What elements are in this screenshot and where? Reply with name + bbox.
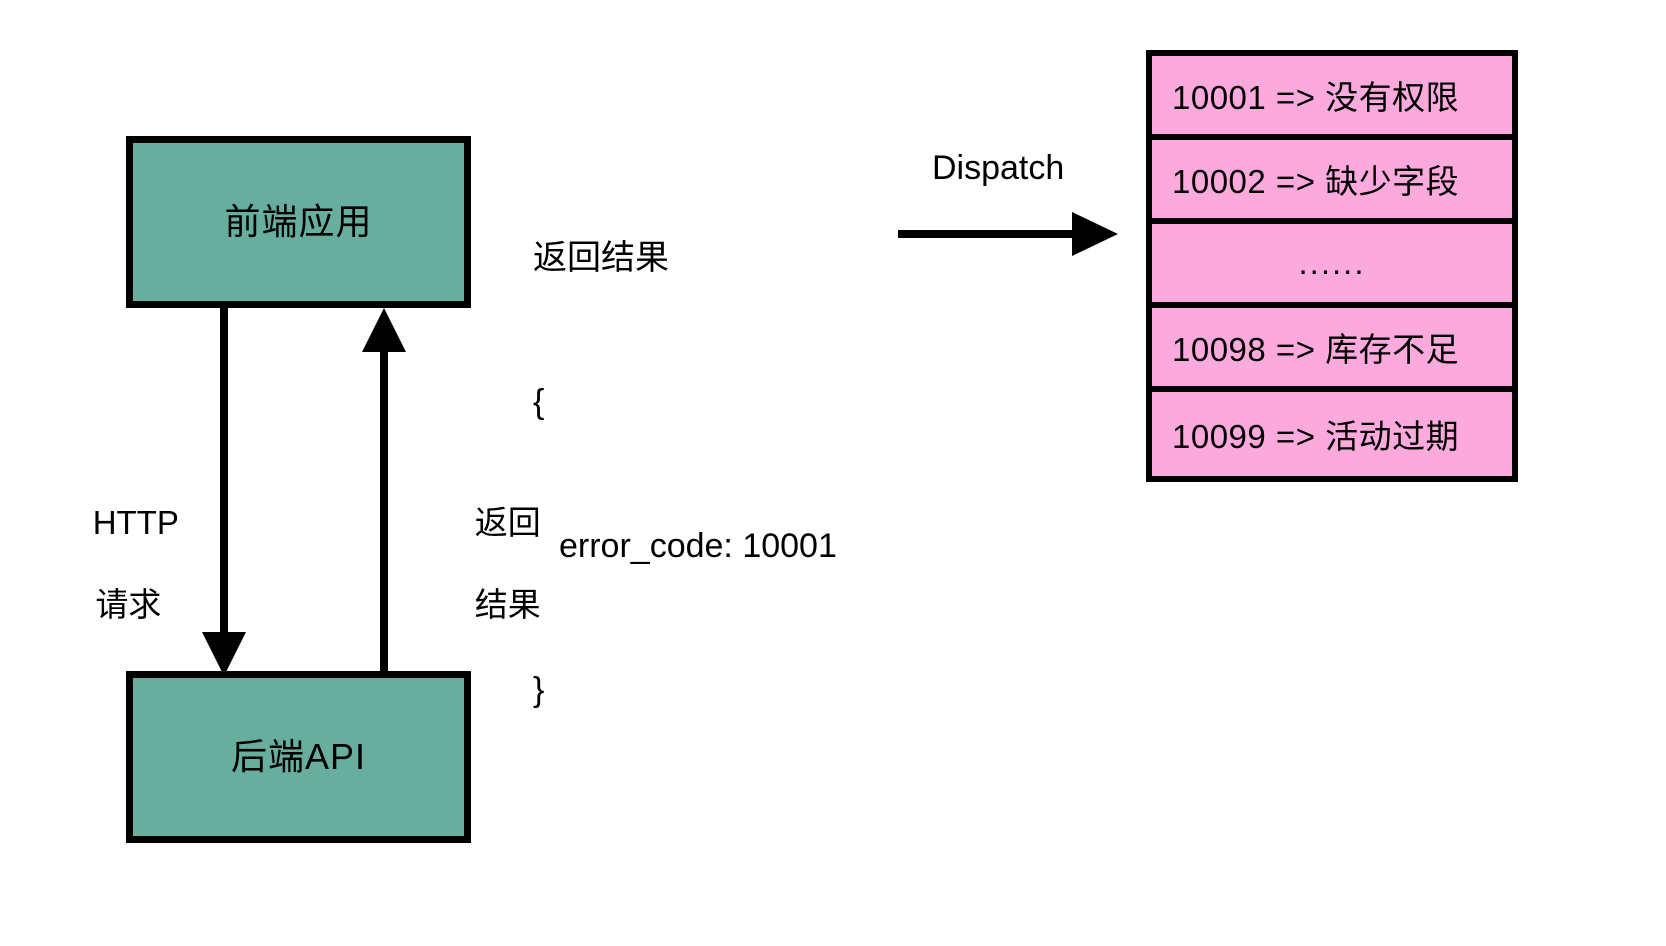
return-result-label-line1: 返回 [474, 504, 541, 541]
error-code-row-text: ...... [1298, 244, 1366, 281]
error-code-table: 10001 => 没有权限 10002 => 缺少字段 ...... 10098… [1146, 50, 1518, 482]
error-code-row[interactable]: 10002 => 缺少字段 [1152, 140, 1512, 224]
dispatch-label: Dispatch [932, 149, 1065, 187]
error-code-row[interactable]: 10001 => 没有权限 [1152, 56, 1512, 140]
backend-api-node[interactable]: 后端API [126, 671, 471, 843]
backend-api-label: 后端API [230, 736, 367, 777]
error-code-row-text: 10002 => 缺少字段 [1172, 163, 1460, 200]
frontend-app-node[interactable]: 前端应用 [126, 136, 471, 308]
payload-open-brace: { [533, 383, 545, 421]
return-result-arrow [362, 308, 406, 671]
payload-close-brace: } [533, 671, 545, 709]
error-code-row-ellipsis: ...... [1152, 224, 1512, 308]
payload-heading: 返回结果 [533, 239, 669, 277]
http-request-label-line1: HTTP [92, 504, 179, 541]
error-code-row[interactable]: 10098 => 库存不足 [1152, 308, 1512, 392]
response-payload-annotation: 返回结果 { error_code: 10001 } [533, 138, 837, 810]
error-code-row-text: 10098 => 库存不足 [1172, 331, 1460, 368]
return-result-label: 返回 结果 [438, 461, 541, 666]
return-result-label-line2: 结果 [474, 586, 541, 623]
payload-error-code-field: error_code: 10001 [559, 527, 837, 565]
frontend-app-label: 前端应用 [224, 201, 373, 242]
error-code-row[interactable]: 10099 => 活动过期 [1152, 392, 1512, 476]
dispatch-arrow [898, 212, 1118, 256]
http-request-arrow [202, 308, 246, 676]
http-request-label: HTTP 请求 [56, 461, 179, 666]
error-code-row-text: 10099 => 活动过期 [1172, 418, 1460, 455]
http-request-label-line2: 请求 [95, 586, 162, 623]
error-code-row-text: 10001 => 没有权限 [1172, 79, 1460, 116]
